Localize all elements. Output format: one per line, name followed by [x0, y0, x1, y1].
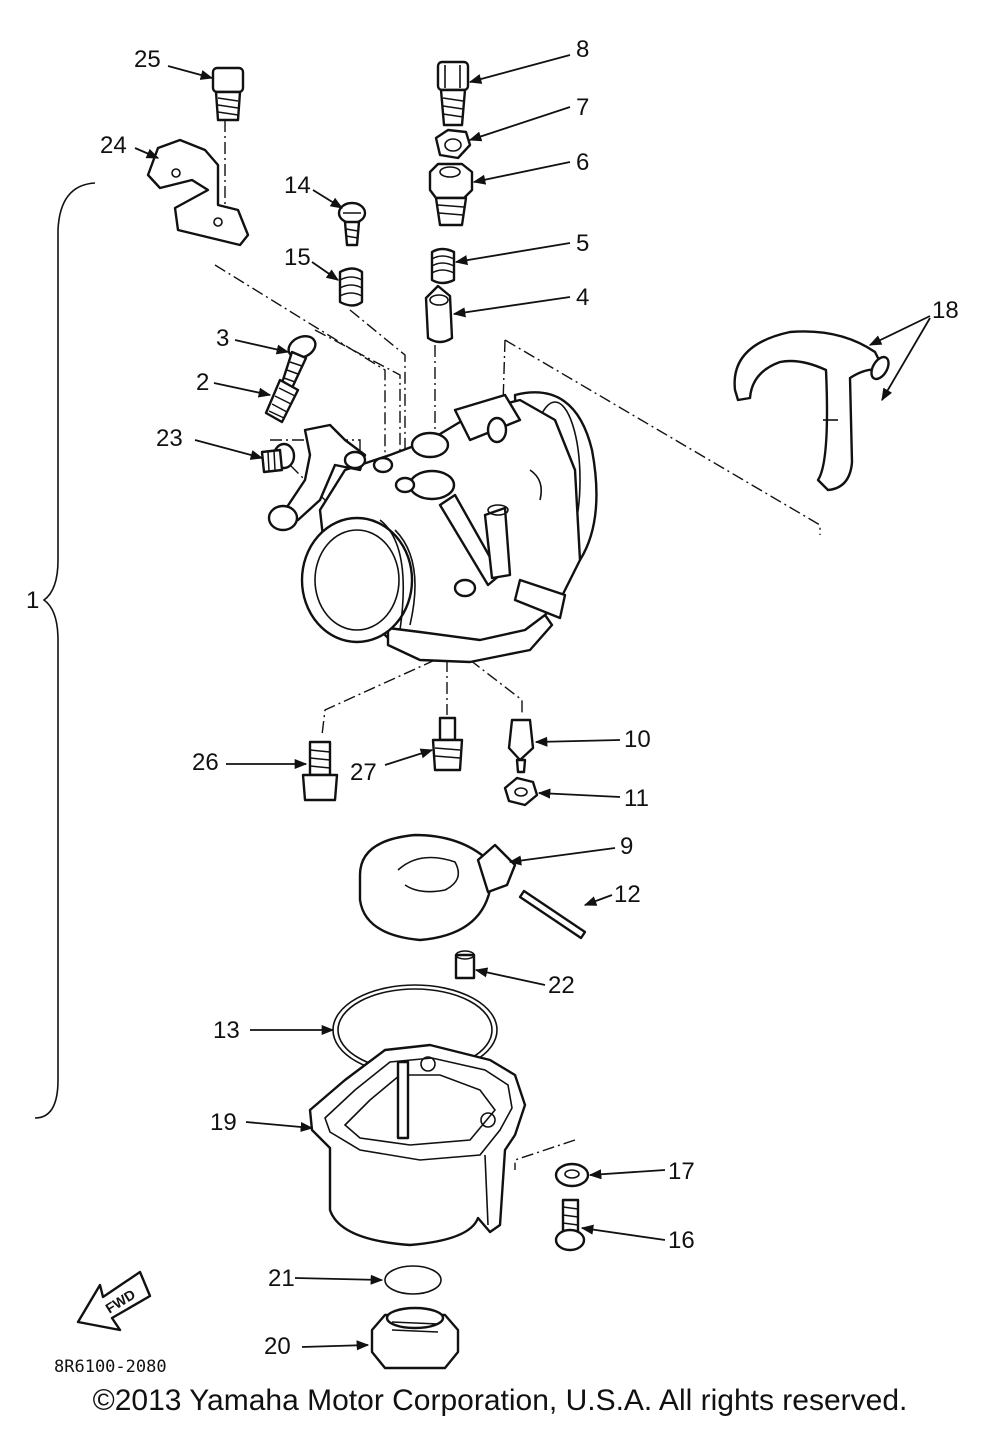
callout-5: 5 [576, 230, 589, 257]
part-23-screw [260, 442, 296, 474]
callout-23: 23 [156, 425, 183, 452]
part-5-spring [430, 247, 456, 285]
part-2-spring [264, 378, 300, 424]
part-22-jet [454, 950, 476, 980]
callout-8: 8 [576, 36, 589, 63]
part-15-spring [338, 267, 364, 307]
callout-21: 21 [268, 1265, 295, 1292]
part-14-screw [337, 201, 367, 247]
part-24-bracket-plate [146, 138, 250, 247]
part-6-valve-seat [428, 162, 474, 227]
part-20-drain-plug [370, 1306, 460, 1370]
callout-11: 11 [624, 785, 649, 812]
callout-26: 26 [192, 749, 219, 776]
part-17-washer [554, 1162, 590, 1188]
copyright-notice: ©2013 Yamaha Motor Corporation, U.S.A. A… [92, 1384, 908, 1417]
part-19-float-bowl [308, 1043, 527, 1247]
callout-22: 22 [548, 972, 575, 999]
callout-1: 1 [26, 587, 39, 614]
callout-15: 15 [284, 244, 311, 271]
part-16-screw [554, 1198, 586, 1252]
callout-4: 4 [576, 284, 589, 311]
callout-10: 10 [624, 726, 651, 753]
callout-24: 24 [100, 132, 127, 159]
callout-6: 6 [576, 149, 589, 176]
forward-arrow: FWD [76, 1270, 152, 1332]
drawing-code: 8R6100-2080 [54, 1357, 167, 1377]
part-25-bolt [211, 66, 245, 122]
part-8-bolt [436, 60, 470, 127]
callout-9: 9 [620, 833, 633, 860]
part-26-jet-holder [301, 740, 339, 802]
callout-13: 13 [213, 1017, 240, 1044]
part-7-nut [434, 128, 472, 160]
assembly-bracket [34, 182, 96, 1119]
callout-17: 17 [668, 1158, 695, 1185]
callout-3: 3 [216, 325, 229, 352]
part-12-float-pin [518, 889, 587, 940]
part-21-o-ring [384, 1265, 442, 1295]
callout-19: 19 [210, 1109, 237, 1136]
callout-2: 2 [196, 369, 209, 396]
leader-lines [134, 54, 931, 1351]
callout-12: 12 [614, 881, 641, 908]
carburetor-body [267, 391, 598, 664]
callout-25: 25 [134, 46, 161, 73]
callout-18: 18 [932, 297, 959, 324]
part-9-float [358, 833, 517, 942]
callout-27: 27 [350, 759, 377, 786]
part-4-throttle-valve [424, 284, 454, 344]
part-11-clip [503, 776, 539, 807]
part-18-breather-hose [733, 330, 890, 492]
callout-labels: 25 24 14 15 3 2 23 8 7 6 5 4 18 1 26 27 … [26, 36, 959, 1360]
part-3-screw [280, 334, 317, 390]
callout-20: 20 [264, 1333, 291, 1360]
part-10-needle-valve [507, 718, 535, 774]
callout-7: 7 [576, 94, 589, 121]
callout-16: 16 [668, 1227, 695, 1254]
callout-14: 14 [284, 172, 311, 199]
part-27-pilot-jet [431, 716, 464, 772]
